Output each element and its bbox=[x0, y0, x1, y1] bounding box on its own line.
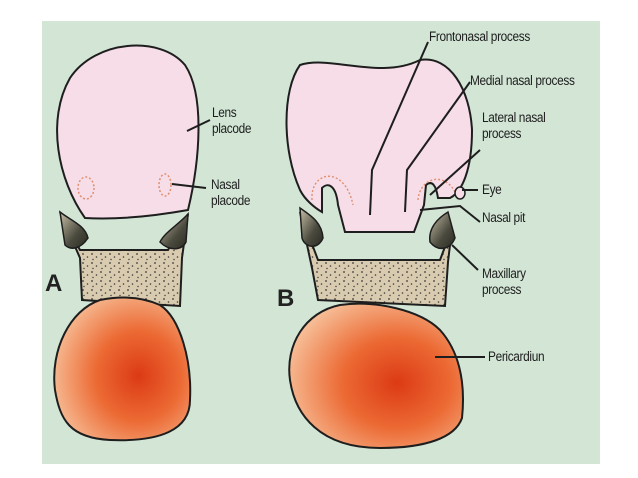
label-frontonasal-process: Frontonasal process bbox=[429, 29, 530, 44]
panel-a bbox=[53, 44, 211, 442]
panel-letter-a: A bbox=[45, 270, 63, 297]
eye-b bbox=[454, 186, 466, 200]
label-maxillary-process: Maxillary process bbox=[482, 266, 526, 298]
panel-letter-b: B bbox=[277, 285, 295, 312]
maxillary-left-a bbox=[58, 210, 89, 249]
label-medial-nasal-process: Medial nasal process bbox=[470, 73, 575, 88]
mandible-b bbox=[299, 211, 453, 308]
head-a bbox=[56, 44, 200, 220]
pericardium-a bbox=[53, 296, 192, 442]
nasal-placode-left-a bbox=[77, 176, 95, 200]
maxillary-right-b bbox=[429, 210, 456, 250]
label-lateral-nasal-process: Lateral nasal process bbox=[482, 110, 546, 142]
pericardium-b bbox=[288, 302, 464, 450]
label-nasal-placode: Nasal placode bbox=[211, 177, 251, 209]
panel-b bbox=[285, 41, 485, 450]
maxillary-left-b bbox=[299, 206, 324, 247]
label-nasal-pit: Nasal pit bbox=[482, 210, 526, 225]
nasal-placode-right-a bbox=[158, 173, 172, 197]
mandible-a bbox=[59, 211, 189, 308]
label-lens-placode: Lens placode bbox=[212, 105, 252, 137]
maxillary-right-a bbox=[159, 211, 189, 250]
head-b bbox=[285, 58, 474, 233]
label-eye: Eye bbox=[482, 182, 502, 197]
label-pericardium: Pericardiun bbox=[488, 349, 545, 364]
